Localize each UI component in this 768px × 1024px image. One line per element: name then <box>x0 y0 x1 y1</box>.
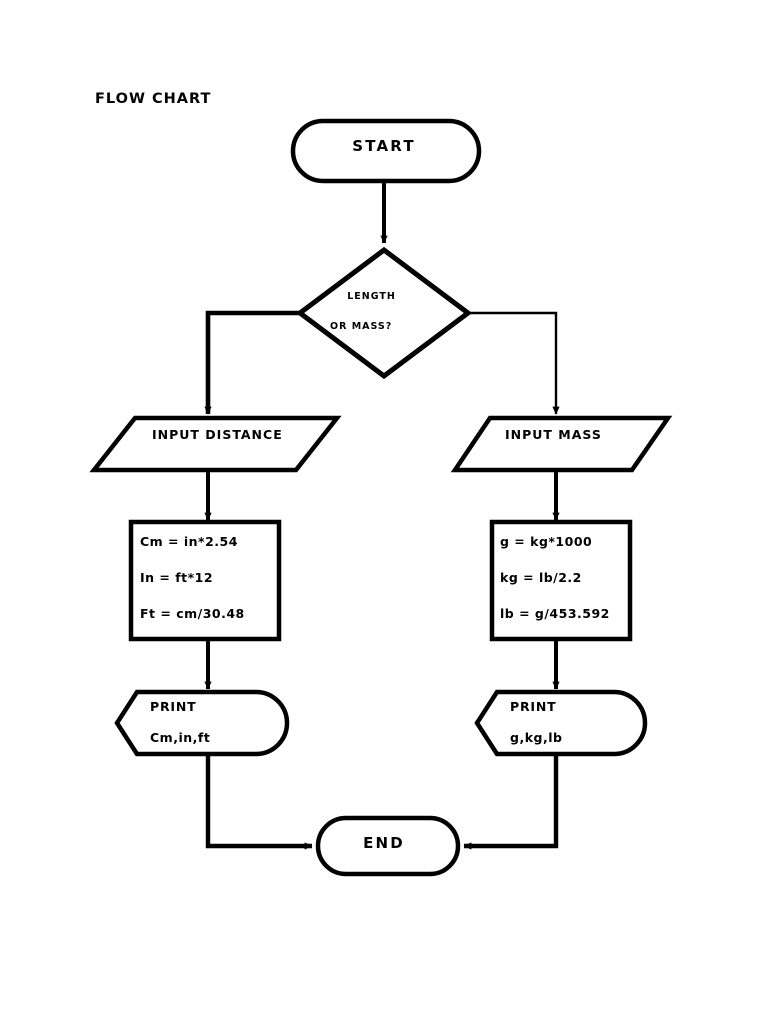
node-process-length-line3: Ft = cm/30.48 <box>140 606 245 621</box>
node-process-length-line2: In = ft*12 <box>140 570 214 585</box>
node-input-distance-shape <box>89 415 342 473</box>
node-input-mass-label: INPUT MASS <box>505 427 602 442</box>
page-title: FLOW CHART <box>95 91 212 107</box>
edge-decision-to-input-distance <box>204 310 300 415</box>
node-print-length-label-line1: PRINT <box>150 699 197 714</box>
node-input-distance-label: INPUT DISTANCE <box>152 427 283 442</box>
node-print-length-label-line2: Cm,in,ft <box>150 730 211 745</box>
node-process-mass-line2: kg = lb/2.2 <box>500 570 582 585</box>
node-process-mass-line3: lb = g/453.592 <box>500 606 610 621</box>
node-start-label: START <box>352 137 416 155</box>
node-process-length-line1: Cm = in*2.54 <box>140 534 238 549</box>
node-input-mass-shape <box>450 415 673 473</box>
node-decision-label-line1: LENGTH <box>347 291 396 303</box>
node-decision-label-line2: OR MASS? <box>330 321 393 333</box>
node-decision-shape <box>295 246 473 380</box>
edge-print-length-to-end <box>205 754 313 850</box>
node-process-length-shape <box>128 519 282 642</box>
node-print-mass-label-line2: g,kg,lb <box>510 730 563 745</box>
node-process-length-label: Cm = in*2.54 In = ft*12 Ft = cm/30.48 <box>140 534 245 621</box>
node-print-mass-label-line1: PRINT <box>510 699 557 714</box>
edge-decision-to-input-mass <box>468 311 560 415</box>
node-print-mass-shape <box>474 689 648 757</box>
node-process-mass-label: g = kg*1000 kg = lb/2.2 lb = g/453.592 <box>500 534 610 621</box>
node-process-mass-line1: g = kg*1000 <box>500 534 593 549</box>
node-end-label: END <box>363 834 405 852</box>
node-end-shape <box>315 815 461 877</box>
node-print-length-shape <box>114 689 290 757</box>
node-process-mass-shape <box>489 519 633 642</box>
edge-print-mass-to-end <box>463 754 559 850</box>
node-decision-label: LENGTH OR MASS? <box>330 282 470 354</box>
